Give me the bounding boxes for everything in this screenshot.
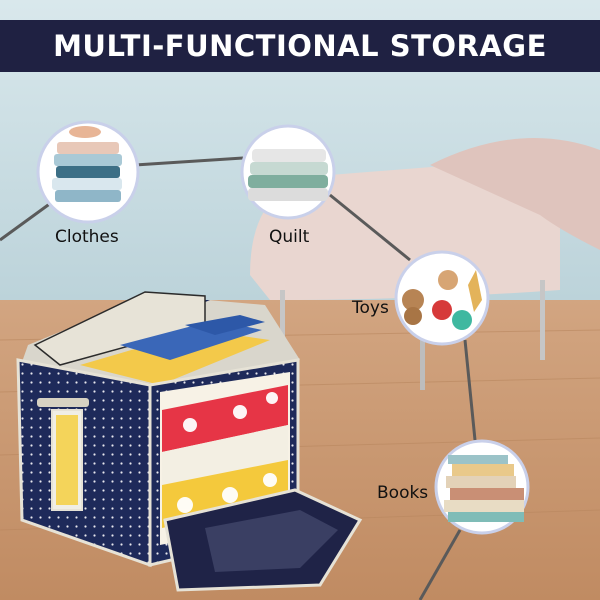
feature-label-quilt: Quilt <box>269 227 310 247</box>
books-image <box>434 439 530 535</box>
feature-label-clothes: Clothes <box>55 227 119 247</box>
clothes-image <box>36 120 140 224</box>
storage-box <box>16 291 363 592</box>
title-banner: MULTI-FUNCTIONAL STORAGE <box>0 20 600 72</box>
toys-image <box>394 250 490 346</box>
quilt-image <box>240 124 336 220</box>
banner-title: MULTI-FUNCTIONAL STORAGE <box>53 29 547 63</box>
connector-lines <box>0 156 477 600</box>
feature-label-toys: Toys <box>352 298 389 318</box>
chair <box>250 138 600 390</box>
feature-label-books: Books <box>377 483 429 503</box>
